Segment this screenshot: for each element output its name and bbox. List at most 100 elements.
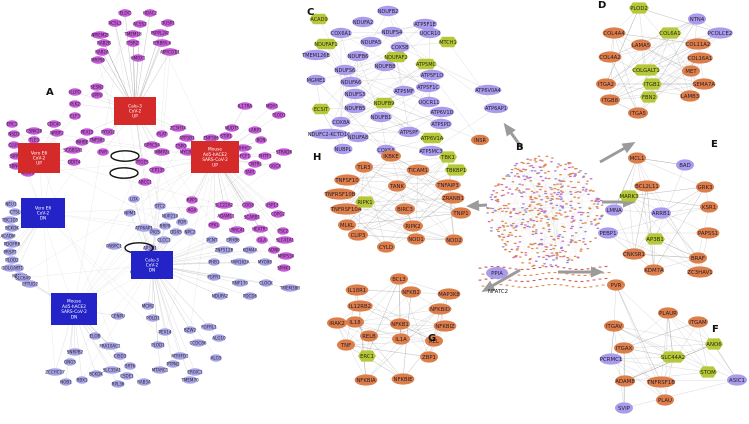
gene-node-rnf170: RNF170 — [232, 279, 248, 287]
node-label: MCL1 — [630, 156, 645, 162]
gene-node-tnfrsf10b: TNFRSF10B — [324, 188, 356, 199]
gene-node-tnf: TNF — [337, 339, 355, 350]
node-label: MET — [685, 69, 697, 75]
node-label: FBN2 — [642, 95, 656, 101]
hub-label-line: SARS-CoV-2 — [61, 309, 87, 315]
cloud-node — [534, 207, 537, 208]
node-label: KDM7A — [644, 268, 664, 274]
label-nfatc2: NFATC2 — [488, 289, 508, 295]
node-label: ERC1 — [7, 121, 18, 126]
gene-node-dusp1: DUSP1 — [161, 19, 175, 27]
cloud-node — [516, 187, 519, 188]
gene-node-plod2: PLOD2 — [5, 256, 19, 264]
gene-node-ephb6: EPHB6 — [226, 236, 240, 244]
gene-node-pvr: PVR — [607, 279, 625, 290]
node-label: NOD1 — [408, 237, 424, 243]
node-label: TLE3 — [28, 137, 39, 142]
cloud-node — [503, 208, 506, 209]
gene-node-pex14: PEX14 — [158, 328, 171, 336]
cloud-node — [580, 214, 583, 215]
cloud-node — [592, 190, 595, 191]
cloud-node — [586, 268, 589, 269]
gene-node-myo9b: MYO9B — [258, 258, 273, 266]
cloud-node — [554, 170, 557, 171]
edge — [614, 326, 714, 344]
gene-node-bckdk: BCKDK — [5, 224, 19, 232]
gene-node-asic1: ASIC1 — [727, 374, 747, 385]
cloud-node — [559, 174, 562, 175]
node-label: NUDT5 — [225, 125, 240, 130]
node-label: CLCC1 — [157, 237, 171, 242]
cloud-node — [539, 167, 542, 168]
gene-hex-ano6: ANO6 — [705, 338, 723, 349]
cloud-node — [515, 163, 518, 164]
node-label: ATP1B1 — [179, 135, 195, 140]
node-label: NSD2 — [8, 131, 20, 136]
node-label: NDUFS4 — [382, 30, 402, 36]
cloud-node — [515, 189, 518, 190]
cloud-node — [526, 281, 529, 282]
node-label: FRA10AC1 — [99, 343, 121, 348]
node-label: IMMP2L — [154, 149, 170, 154]
cloud-node — [505, 205, 508, 206]
cloud-edge — [518, 247, 526, 255]
cloud-node — [521, 207, 524, 208]
node-label: PDCD6 — [243, 293, 258, 298]
node-label: NDUFC2-KCTD14 — [308, 132, 350, 138]
node-label: ATP6V1D — [431, 110, 454, 116]
gene-node-plod1: PLOD1 — [272, 111, 286, 119]
node-label: IRAK2 — [329, 321, 345, 327]
node-label: AGA — [188, 207, 197, 212]
cloud-node — [507, 236, 510, 237]
cloud-node — [529, 218, 532, 219]
node-label: SCGB1A1 — [63, 147, 83, 152]
node-label: ZC3HAV1 — [687, 270, 712, 276]
node-label: NTN4 — [690, 17, 705, 23]
cloud-node — [577, 197, 580, 198]
node-label: UPPU — [92, 92, 103, 97]
node-label: COL11A2 — [686, 42, 711, 48]
gene-node-cox5b: COX5B — [391, 42, 410, 52]
gene-node-tnfsf10: TNFSF10 — [334, 174, 360, 185]
gene-node-nubpl: NUBPL — [334, 144, 353, 154]
gene-node-itgam: ITGAM — [688, 316, 708, 327]
cloud-node — [554, 178, 557, 179]
cloud-node — [571, 166, 574, 167]
node-label: GGCX — [269, 163, 281, 168]
cloud-node — [524, 169, 527, 170]
node-label: NFKB1 — [391, 322, 409, 328]
cloud-node — [560, 248, 563, 249]
cloud-node — [545, 259, 548, 260]
edge — [690, 58, 700, 96]
gene-node-rbfa: RBFA — [156, 39, 168, 47]
node-label: KSR1 — [702, 205, 716, 211]
hub-label-line: Ad5-hACE2 — [203, 152, 227, 158]
node-label: COPG2 — [271, 211, 286, 216]
node-label: NDUFS3 — [345, 92, 365, 98]
cloud-node — [556, 278, 559, 279]
node-label: ATP6AP1 — [485, 106, 507, 112]
cloud-node — [582, 238, 585, 239]
gene-hex-plod2: PLOD2 — [629, 2, 649, 13]
cloud-node — [481, 286, 484, 287]
node-label: NDUFA5 — [361, 40, 381, 46]
cloud-node — [601, 215, 604, 216]
cloud-node — [568, 258, 571, 259]
gene-node-pdgfrb: PDGFRB — [4, 240, 21, 248]
cloud-node — [568, 268, 571, 269]
node-label: DDIT4 — [68, 159, 81, 164]
cloud-node — [519, 236, 522, 237]
cloud-node — [528, 226, 531, 227]
cloud-node — [563, 231, 566, 232]
cloud-node — [557, 236, 560, 237]
gene-node-col16a1: COL16A1 — [687, 52, 713, 63]
node-label: ZBP1 — [422, 355, 436, 361]
cloud-node — [560, 193, 563, 194]
cloud-node — [574, 209, 577, 210]
node-label: PEBP1 — [599, 231, 616, 237]
hub-label-line: UP — [212, 162, 218, 168]
cloud-node — [501, 239, 504, 240]
gene-node-nup210: NUP210 — [162, 212, 179, 220]
edge — [326, 44, 351, 82]
